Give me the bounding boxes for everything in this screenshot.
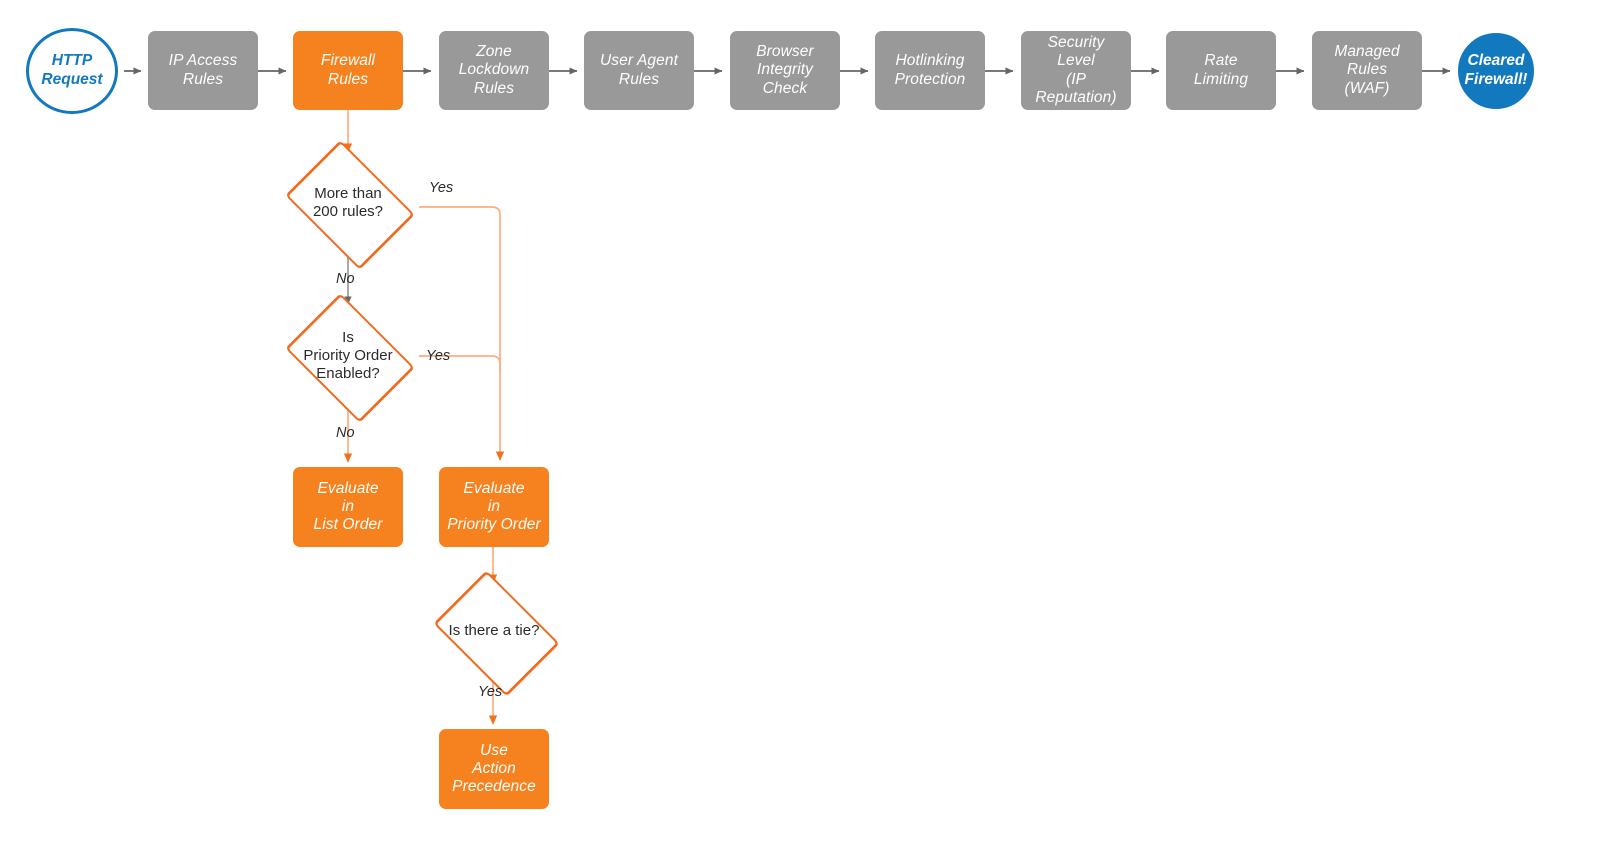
edge-label-priority-order-yes: Yes: [426, 348, 451, 364]
node-security-level[interactable]: Security Level (IP Reputation): [1021, 31, 1131, 110]
node-label: Hotlinking Protection: [894, 52, 966, 88]
node-label: Browser Integrity Check: [756, 43, 814, 97]
node-label: User Agent Rules: [600, 52, 678, 88]
decision-is-there-a-tie[interactable]: Is there a tie?: [424, 569, 564, 697]
node-label: Zone Lockdown Rules: [458, 43, 530, 97]
node-http-request[interactable]: HTTP Request: [26, 28, 118, 114]
node-label: Managed Rules (WAF): [1334, 43, 1400, 97]
edge-label-more-than-200-no: No: [336, 271, 355, 287]
node-label: Rate Limiting: [1193, 52, 1249, 88]
node-browser-integrity-check[interactable]: Browser Integrity Check: [730, 31, 840, 110]
node-zone-lockdown-rules[interactable]: Zone Lockdown Rules: [439, 31, 549, 110]
node-hotlinking-protection[interactable]: Hotlinking Protection: [875, 31, 985, 110]
edge-label-more-than-200-yes: Yes: [429, 180, 454, 196]
node-evaluate-in-list-order[interactable]: Evaluate in List Order: [293, 467, 403, 547]
node-evaluate-in-priority-order[interactable]: Evaluate in Priority Order: [439, 467, 549, 547]
edge-label-priority-order-no: No: [336, 425, 355, 441]
decision-label: Is Priority Order Enabled?: [303, 329, 393, 382]
node-ip-access-rules[interactable]: IP Access Rules: [148, 31, 258, 110]
edge-label-tie-yes: Yes: [478, 684, 503, 700]
node-label: Evaluate in Priority Order: [447, 479, 541, 534]
node-use-action-precedence[interactable]: Use Action Precedence: [439, 729, 549, 809]
node-label: IP Access Rules: [168, 52, 238, 88]
decision-label: Is there a tie?: [448, 622, 540, 640]
decision-label: More than 200 rules?: [312, 185, 384, 220]
node-label: Evaluate in List Order: [313, 479, 383, 534]
decision-is-priority-order-enabled[interactable]: Is Priority Order Enabled?: [278, 293, 418, 423]
node-label: Cleared Firewall!: [1464, 52, 1528, 88]
node-label: HTTP Request: [41, 52, 103, 88]
node-label: Use Action Precedence: [452, 741, 536, 796]
node-user-agent-rules[interactable]: User Agent Rules: [584, 31, 694, 110]
node-cleared-firewall[interactable]: Cleared Firewall!: [1458, 33, 1534, 109]
node-managed-rules-waf[interactable]: Managed Rules (WAF): [1312, 31, 1422, 110]
node-firewall-rules[interactable]: Firewall Rules: [293, 31, 403, 110]
decision-more-than-200-rules[interactable]: More than 200 rules?: [278, 140, 418, 270]
node-rate-limiting[interactable]: Rate Limiting: [1166, 31, 1276, 110]
node-label: Security Level (IP Reputation): [1035, 33, 1117, 106]
node-label: Firewall Rules: [320, 52, 376, 88]
